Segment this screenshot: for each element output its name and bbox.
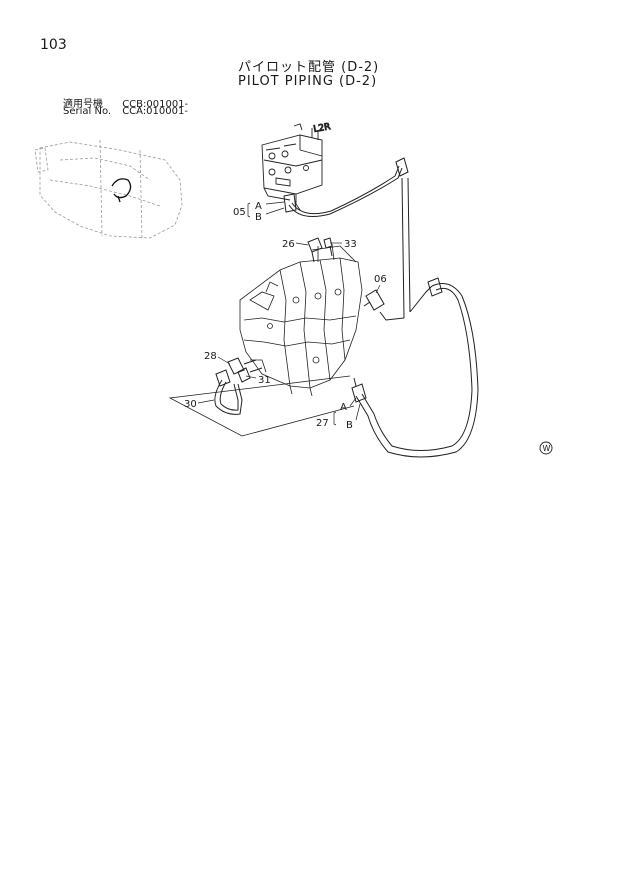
hose-27 [351, 277, 479, 458]
fitting-26 [307, 237, 323, 263]
page-number: 103 [40, 37, 67, 53]
callout-05-A: A [255, 201, 262, 212]
serial-label: 適用号機 [63, 99, 103, 110]
serial-row-en: Serial No. CCA:010001- [63, 106, 188, 117]
page-title-japanese: パイロット配管 (D-2) [238, 60, 380, 75]
serial-value: CCB:001001- [122, 99, 189, 110]
callout-06: 06 [374, 274, 387, 285]
callout-31: 31 [258, 375, 271, 386]
serial-value: CCA:010001- [122, 106, 188, 117]
callout-27-B: B [346, 420, 353, 431]
fitting-28 [227, 357, 257, 375]
hose-30 [214, 369, 243, 415]
corner-mark-letter: W [543, 444, 551, 453]
machine-outline-faint [34, 139, 183, 239]
control-valve-body [239, 243, 363, 397]
valve-code-label: L2R [313, 122, 331, 135]
fitting-06 [363, 289, 385, 311]
corner-mark: W [539, 441, 553, 455]
pilot-valve-block [261, 123, 323, 211]
callout-05: 05 [233, 207, 246, 218]
callout-28: 28 [204, 351, 217, 362]
callout-30: 30 [184, 399, 197, 410]
fitting-33 [323, 237, 333, 257]
pilot-tube-right [379, 177, 433, 321]
callout-33: 33 [344, 239, 357, 250]
callout-05-B: B [255, 212, 262, 223]
page-title-english: PILOT PIPING (D-2) [238, 74, 378, 89]
highlight-pipe-mark [111, 178, 132, 203]
callout-27: 27 [316, 418, 329, 429]
serial-row-jp: 適用号機 CCB:001001- [63, 95, 188, 110]
hose-05 [283, 157, 409, 217]
callout-26: 26 [282, 239, 295, 250]
callout-leaders [197, 201, 381, 426]
fitting-31 [237, 367, 263, 383]
leader-lines-right [168, 375, 355, 437]
callout-27-A: A [340, 402, 347, 413]
serial-label: Serial No. [63, 106, 112, 117]
